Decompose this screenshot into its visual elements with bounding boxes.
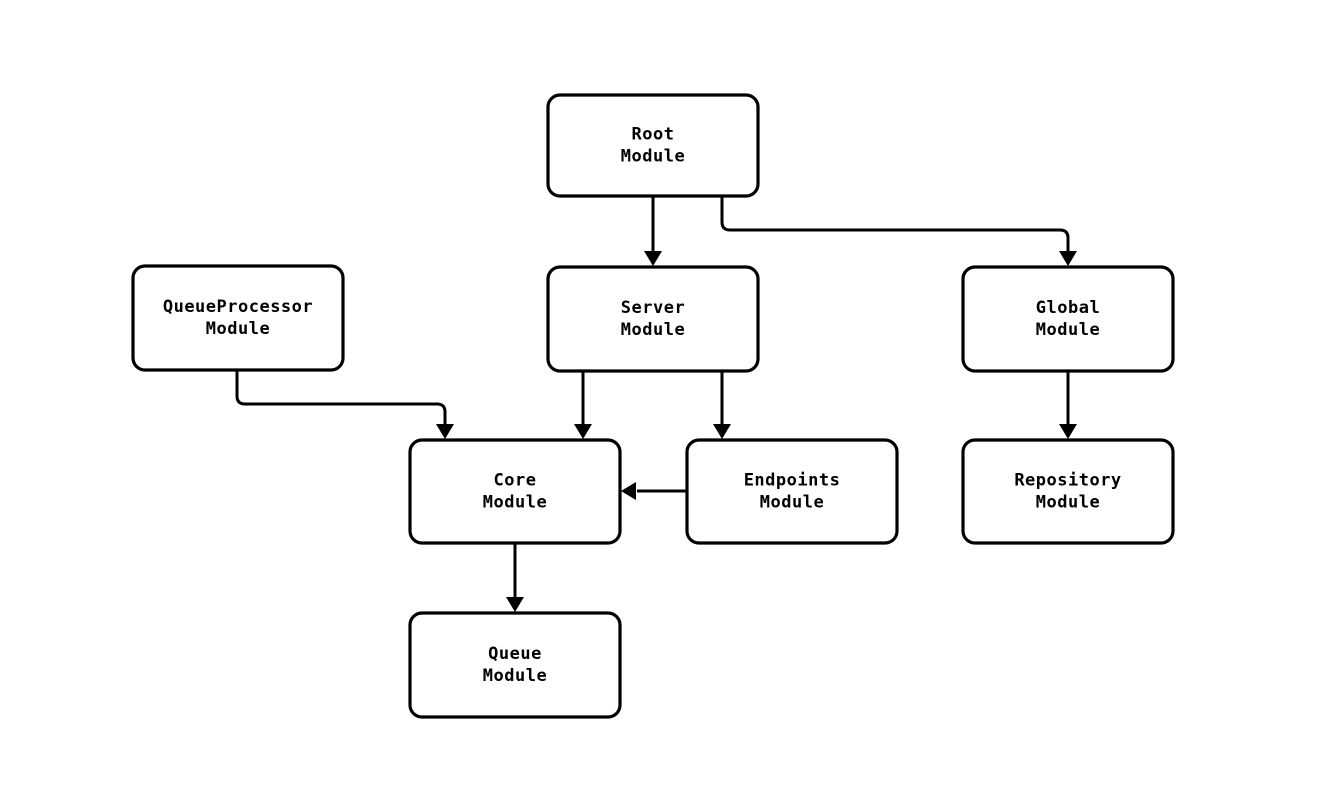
arrowhead-icon-server-to-endpoints xyxy=(713,424,731,439)
node-label-secondary-endpoints: Module xyxy=(760,493,824,513)
node-box-root[interactable] xyxy=(546,93,760,198)
node-label-primary-repository: Repository xyxy=(1014,471,1121,491)
node-box-core[interactable] xyxy=(408,438,622,545)
arrowhead-icon-queueprocessor-to-core xyxy=(436,424,454,439)
edge-line-root-to-global xyxy=(720,196,1070,251)
node-label-secondary-root: Module xyxy=(621,147,685,167)
node-box-endpoints[interactable] xyxy=(685,438,899,545)
node-label-secondary-queue: Module xyxy=(483,666,547,686)
arrowhead-icon-core-to-queue xyxy=(506,597,524,612)
arrowhead-icon-global-to-repository xyxy=(1059,424,1077,439)
node-box-server[interactable] xyxy=(546,265,760,373)
arrowhead-icon-root-to-server xyxy=(644,251,662,266)
nodes-layer: RootModuleQueueProcessorModuleServerModu… xyxy=(131,93,1175,719)
edge-line-queueprocessor-to-core xyxy=(235,370,447,424)
edge-root-to-server xyxy=(644,196,662,266)
edge-root-to-global xyxy=(720,196,1077,266)
arrowhead-icon-server-to-core xyxy=(574,424,592,439)
node-box-queueprocessor[interactable] xyxy=(131,264,345,372)
node-label-secondary-global: Module xyxy=(1036,320,1100,340)
node-box-global[interactable] xyxy=(961,265,1175,373)
arrowhead-icon-root-to-global xyxy=(1059,251,1077,266)
node-label-secondary-repository: Module xyxy=(1036,493,1100,513)
node-label-primary-endpoints: Endpoints xyxy=(744,471,841,491)
edge-server-to-endpoints xyxy=(713,371,731,439)
edges-layer xyxy=(235,196,1077,612)
node-label-primary-queueprocessor: QueueProcessor xyxy=(163,297,313,317)
node-label-primary-core: Core xyxy=(494,471,537,491)
node-box-repository[interactable] xyxy=(961,438,1175,545)
node-label-primary-queue: Queue xyxy=(488,644,542,664)
node-box-queue[interactable] xyxy=(408,611,622,719)
edge-server-to-core xyxy=(574,371,592,439)
edge-endpoints-to-core xyxy=(621,482,687,500)
node-label-primary-root: Root xyxy=(632,125,675,145)
node-label-secondary-core: Module xyxy=(483,493,547,513)
node-label-primary-server: Server xyxy=(621,298,685,318)
node-label-secondary-server: Module xyxy=(621,320,685,340)
arrowhead-icon-endpoints-to-core xyxy=(621,482,636,500)
node-label-secondary-queueprocessor: Module xyxy=(206,319,270,339)
edge-global-to-repository xyxy=(1059,371,1077,439)
node-label-primary-global: Global xyxy=(1036,298,1100,318)
edge-core-to-queue xyxy=(506,543,524,612)
edge-queueprocessor-to-core xyxy=(235,370,454,439)
